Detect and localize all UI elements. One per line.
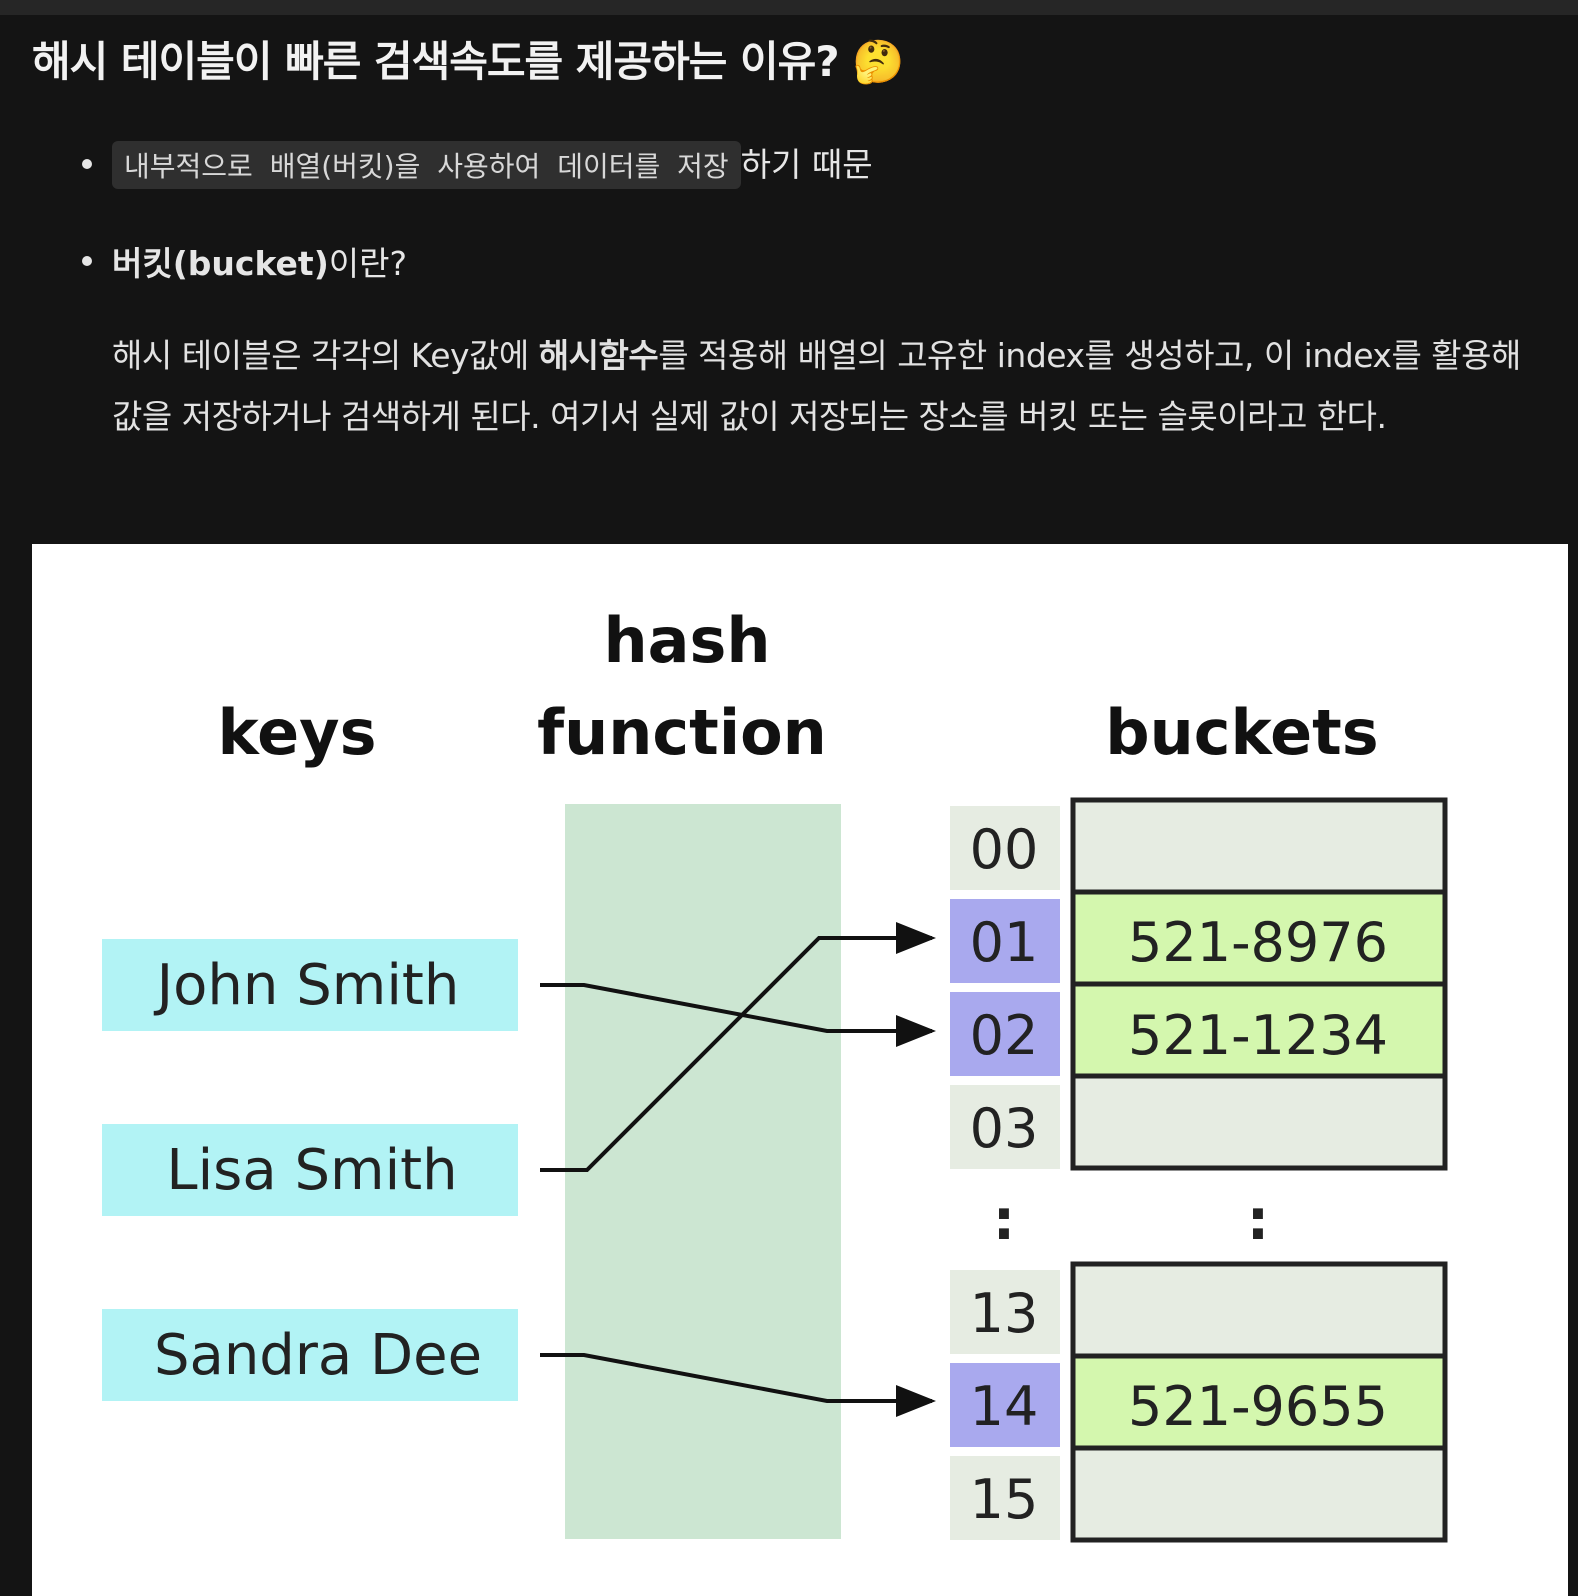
bullet-text: 하기 때문	[740, 145, 873, 184]
hash-header-line2: function	[537, 696, 827, 769]
bullet-dot	[82, 256, 92, 266]
keys-header: keys	[218, 696, 377, 769]
hash-table-diagram: keys hash function buckets John Smith Li…	[32, 544, 1568, 1596]
hash-function-term: 해시함수	[538, 336, 659, 375]
para-text-1: 해시 테이블은 각각의 Key값에	[112, 336, 539, 375]
top-bar	[0, 0, 1578, 15]
bucket-row-15: 15	[950, 1445, 1448, 1543]
bucket-index: 13	[970, 1282, 1039, 1345]
bucket-row-00: 00	[950, 797, 1448, 895]
para-text-2: 를 적용해 배열의 고유한 index를 생성하고, 이 index를 활용해 …	[112, 336, 1521, 436]
key-lisa-smith: Lisa Smith	[102, 1124, 518, 1216]
page-title: 해시 테이블이 빠른 검색속도를 제공하는 이유? 🤔	[32, 28, 905, 89]
key-label: Lisa Smith	[166, 1138, 457, 1203]
bullet-dot	[82, 158, 92, 169]
index-ellipsis: :	[993, 1188, 1015, 1253]
bucket-ellipsis: :	[1247, 1188, 1269, 1253]
bucket-index: 15	[970, 1468, 1039, 1531]
bucket-index: 02	[970, 1004, 1039, 1067]
hash-header-line1: hash	[603, 604, 770, 677]
bullet-item-bucket-question: 버킷(bucket)이란?	[82, 237, 408, 285]
key-john-smith: John Smith	[102, 939, 518, 1031]
arrow-sandra-to-14	[540, 1353, 936, 1417]
bucket-term: 버킷(bucket)	[112, 244, 329, 283]
buckets-header: buckets	[1105, 696, 1378, 769]
arrow-john-to-02	[540, 983, 936, 1047]
bucket-value: 521-1234	[1128, 1004, 1388, 1067]
bucket-group-1: 00 01 521-8976 02 521-1234 03	[950, 797, 1448, 1171]
bucket-value: 521-8976	[1128, 911, 1388, 974]
bullet-text: 이란?	[328, 244, 408, 283]
bucket-index: 01	[970, 911, 1039, 974]
bucket-index: 00	[970, 818, 1039, 881]
key-label: Sandra Dee	[154, 1323, 482, 1388]
bucket-row-01: 01 521-8976	[950, 889, 1448, 987]
key-sandra-dee: Sandra Dee	[102, 1309, 518, 1401]
bucket-row-03: 03	[950, 1073, 1448, 1171]
inline-code: 내부적으로 배열(버킷)을 사용하여 데이터를 저장	[112, 141, 741, 189]
bucket-index: 14	[970, 1375, 1039, 1438]
bucket-row-02: 02 521-1234	[950, 981, 1448, 1079]
arrow-lisa-to-01	[540, 922, 936, 1172]
bucket-index: 03	[970, 1097, 1039, 1160]
bucket-row-14: 14 521-9655	[950, 1353, 1448, 1451]
bucket-value: 521-9655	[1128, 1375, 1388, 1438]
hash-function-band	[565, 804, 841, 1539]
thinking-face-icon: 🤔	[852, 37, 904, 86]
bucket-explanation: 해시 테이블은 각각의 Key값에 해시함수를 적용해 배열의 고유한 inde…	[112, 325, 1552, 447]
title-text: 해시 테이블이 빠른 검색속도를 제공하는 이유?	[32, 37, 840, 86]
bucket-group-2: 13 14 521-9655 15	[950, 1261, 1448, 1543]
bucket-row-13: 13	[950, 1261, 1448, 1359]
key-label: John Smith	[154, 953, 460, 1018]
